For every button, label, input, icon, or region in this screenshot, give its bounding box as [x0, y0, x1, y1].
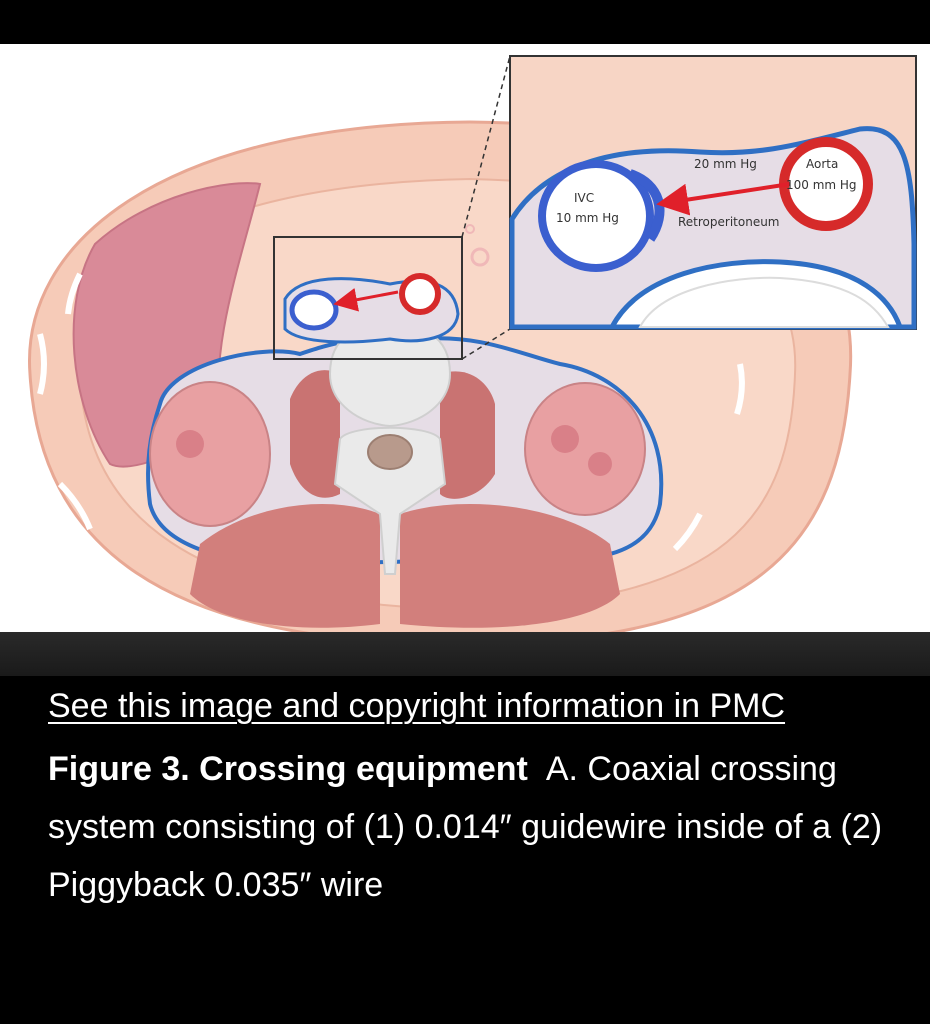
right-back-muscle: [400, 504, 620, 628]
zoom-inset-panel: IVC 10 mm Hg 20 mm Hg Aorta 100 mm Hg Re…: [509, 55, 917, 330]
label-ivc-pressure: 10 mm Hg: [556, 211, 619, 225]
aorta-small: [399, 273, 441, 315]
right-kidney: [149, 381, 271, 527]
figure-label: Figure 3. Crossing equipment: [48, 750, 528, 788]
zoom-region-box: [273, 236, 463, 360]
figure-description: A. Coaxial crossing system consisting of…: [48, 750, 883, 904]
left-back-muscle: [190, 504, 380, 628]
label-aorta: Aorta: [806, 157, 838, 171]
pmc-copyright-link[interactable]: See this image and copyright information…: [48, 687, 786, 725]
label-gradient: 20 mm Hg: [694, 157, 757, 171]
ivc-large: [538, 160, 654, 272]
figure-image: IVC 10 mm Hg 20 mm Hg Aorta 100 mm Hg Re…: [0, 44, 930, 632]
ivc-small: [289, 289, 339, 331]
label-aorta-pressure: 100 mm Hg: [786, 178, 857, 192]
label-ivc: IVC: [574, 191, 594, 205]
label-retroperitoneum: Retroperitoneum: [678, 215, 780, 229]
anatomy-cross-section-illustration: IVC 10 mm Hg 20 mm Hg Aorta 100 mm Hg Re…: [28, 55, 917, 632]
pressure-arrow: [656, 182, 791, 216]
left-kidney: [524, 382, 646, 516]
caption-top-band: [0, 632, 930, 676]
top-black-bar: [0, 0, 930, 44]
caption: See this image and copyright information…: [48, 682, 898, 914]
